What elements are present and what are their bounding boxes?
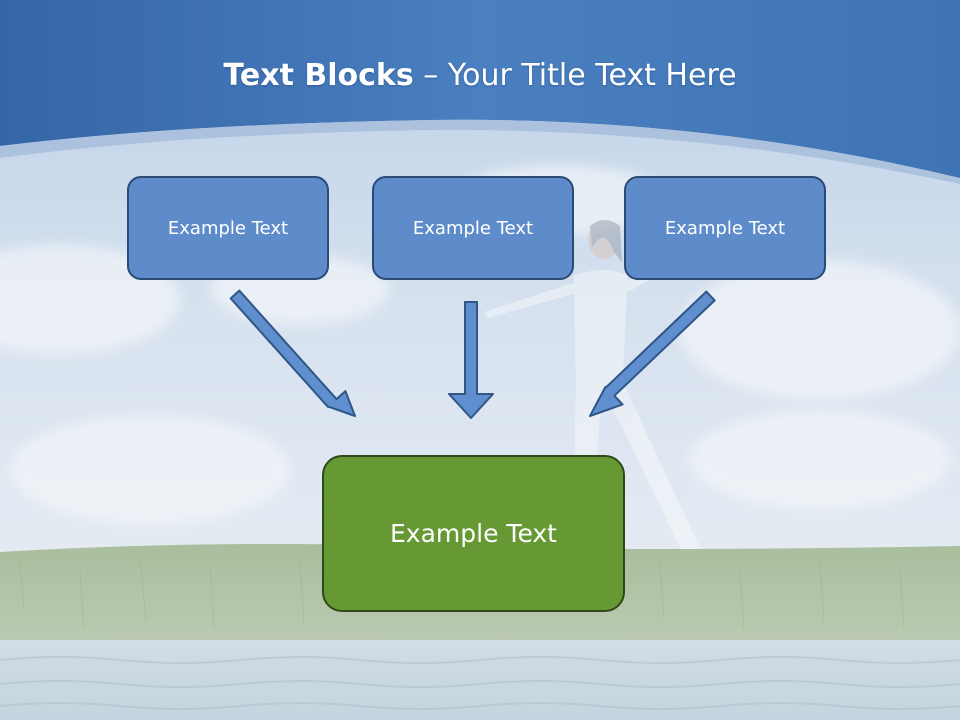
title-dash: – xyxy=(423,58,439,93)
text-block-2[interactable]: Example Text xyxy=(372,176,574,280)
text-block-1[interactable]: Example Text xyxy=(127,176,329,280)
arrow-right-to-center xyxy=(589,290,716,417)
title-bold: Text Blocks xyxy=(223,58,414,93)
text-block-3-label: Example Text xyxy=(664,217,786,239)
text-block-1-label: Example Text xyxy=(167,217,289,239)
text-block-3[interactable]: Example Text xyxy=(624,176,826,280)
result-block[interactable]: Example Text xyxy=(322,455,625,612)
text-block-2-label: Example Text xyxy=(412,217,534,239)
result-block-label: Example Text xyxy=(390,519,557,548)
arrow-middle-down xyxy=(448,301,494,419)
slide-title: Text Blocks – Your Title Text Here xyxy=(0,56,960,96)
arrow-left-to-center xyxy=(229,289,356,417)
title-rest: Your Title Text Here xyxy=(447,58,737,93)
